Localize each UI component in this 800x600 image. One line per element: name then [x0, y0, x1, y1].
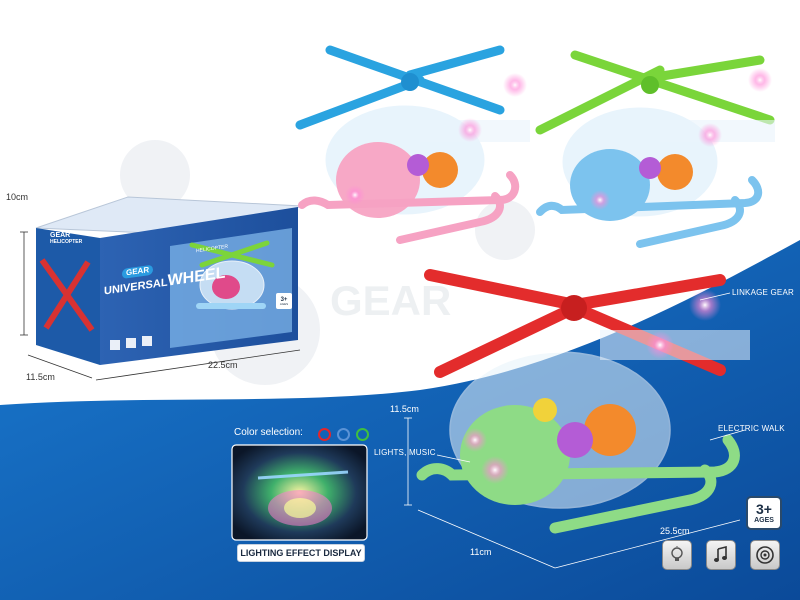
- helicopter-green: [416, 269, 750, 534]
- lighting-effect-caption: LIGHTING EFFECT DISPLAY: [237, 544, 365, 562]
- age-badge-sub: AGES: [754, 517, 774, 524]
- product-width-label: 11cm: [470, 547, 492, 557]
- box-age-value: 3+: [280, 296, 288, 303]
- svg-text:GEAR: GEAR: [330, 277, 451, 324]
- box-side-title-1: GEAR: [50, 232, 71, 239]
- box-length-label: 22.5cm: [208, 360, 238, 370]
- box-height-label: 10cm: [6, 192, 29, 202]
- callout-electric-walk: ELECTRIC WALK: [718, 424, 785, 433]
- wheel-icon: [750, 540, 780, 570]
- age-badge-value: 3+: [756, 501, 772, 517]
- product-height-label: 11.5cm: [390, 404, 419, 414]
- music-note-icon: [706, 540, 736, 570]
- callout-linkage-gear: LINKAGE GEAR: [732, 288, 794, 297]
- color-option-green[interactable]: [356, 428, 369, 441]
- box-width-label: 11.5cm: [26, 372, 55, 382]
- helicopter-pink: [295, 45, 530, 244]
- product-length-label: 25.5cm: [660, 526, 690, 536]
- box-side-title-2: HELICOPTER: [50, 238, 83, 245]
- light-bulb-icon: [662, 540, 692, 570]
- color-option-red[interactable]: [318, 428, 331, 441]
- age-badge: 3+ AGES: [746, 496, 782, 530]
- product-box: [35, 196, 303, 365]
- box-age-badge: 3+ AGES: [276, 293, 292, 309]
- box-age-sub: AGES: [279, 301, 289, 306]
- color-option-blue[interactable]: [337, 428, 350, 441]
- helicopter-blue: [535, 50, 775, 248]
- callout-lights-music: LIGHTS, MUSIC: [374, 448, 436, 457]
- box-side-title: GEAR HELICOPTER: [50, 232, 82, 245]
- color-selection-label: Color selection:: [234, 427, 303, 438]
